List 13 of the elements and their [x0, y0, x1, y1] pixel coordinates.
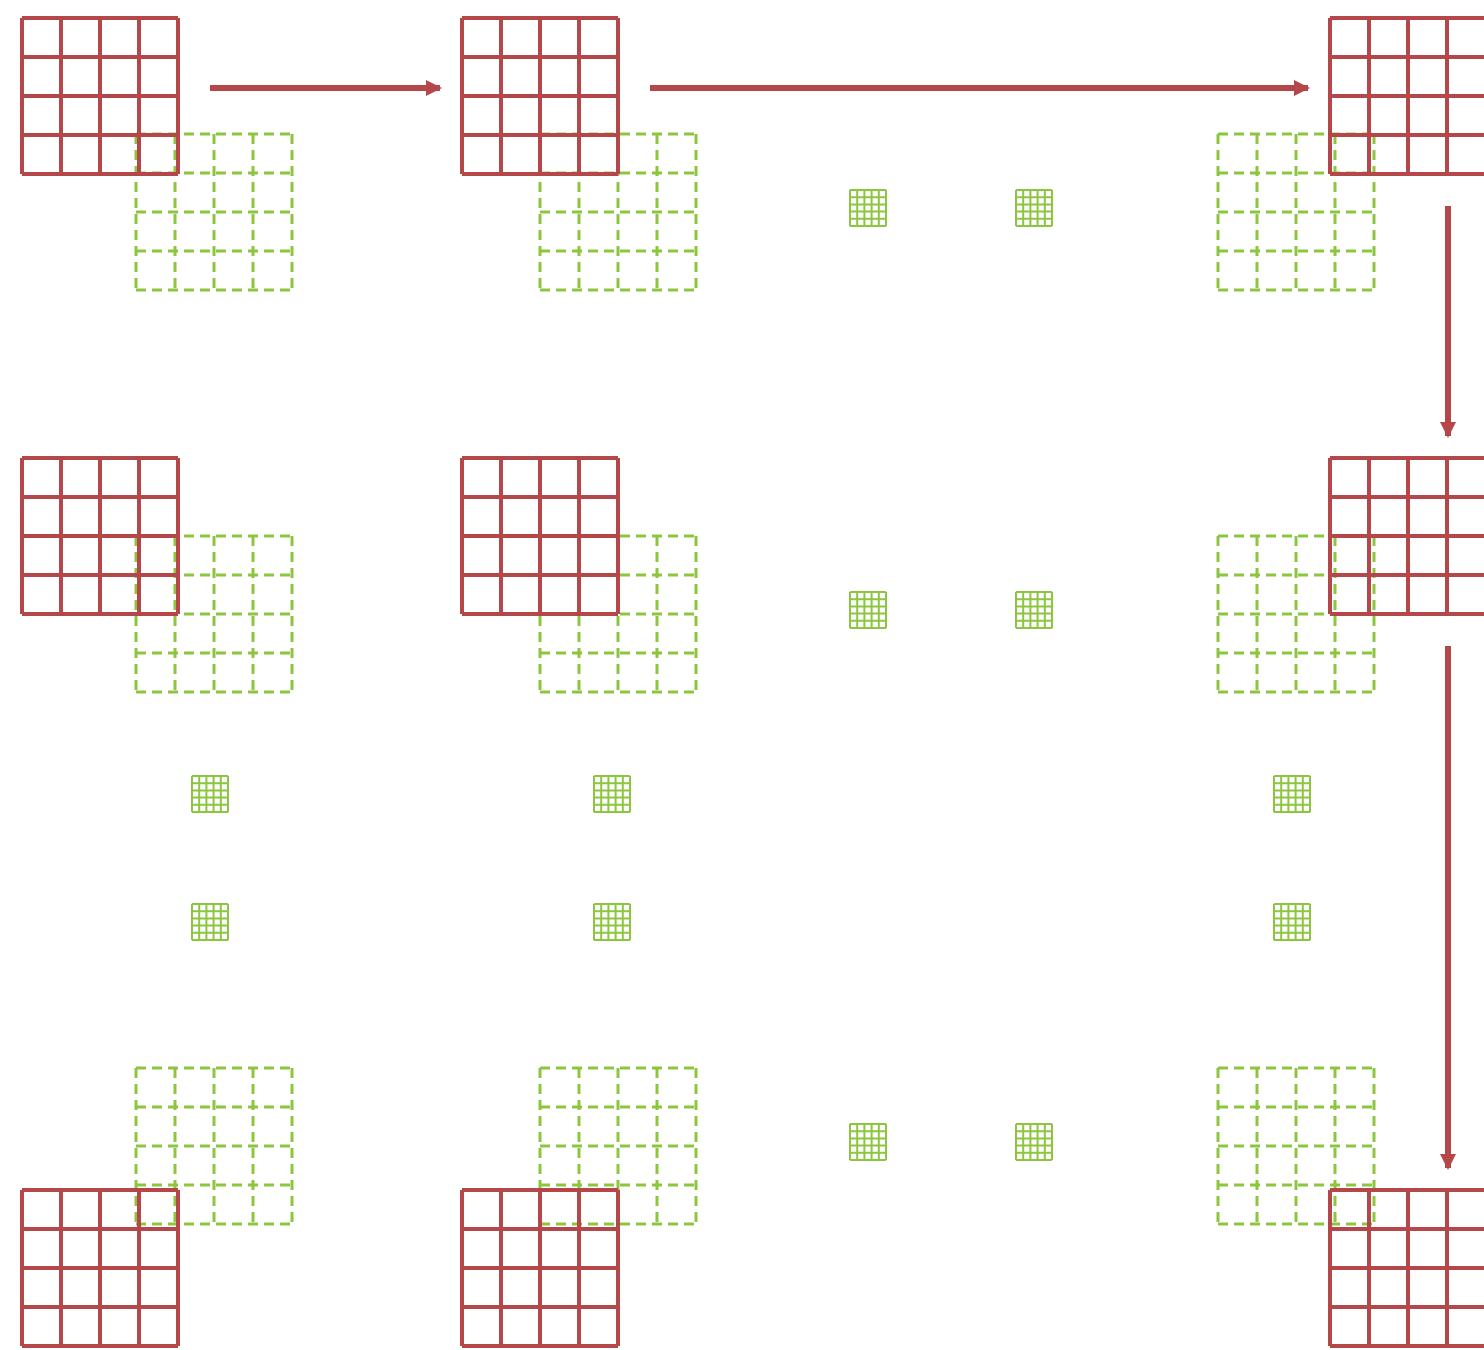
arrow: [1440, 206, 1456, 438]
arrow: [1440, 646, 1456, 1170]
kernel-grid-drawing: [20, 456, 180, 616]
kernel-grid-drawing: [20, 1188, 180, 1348]
kernel-grid-drawing: [460, 16, 620, 176]
kernel-grid-drawing: [1328, 16, 1484, 176]
arrow: [650, 80, 1310, 96]
kernel-grid-drawing: [1328, 1188, 1484, 1348]
kernel-grid-drawing: [460, 1188, 620, 1348]
arrow: [210, 80, 442, 96]
kernel-grid-drawing: [1328, 456, 1484, 616]
kernel-grid-drawing: [460, 456, 620, 616]
kernel-grid-drawing: [20, 16, 180, 176]
